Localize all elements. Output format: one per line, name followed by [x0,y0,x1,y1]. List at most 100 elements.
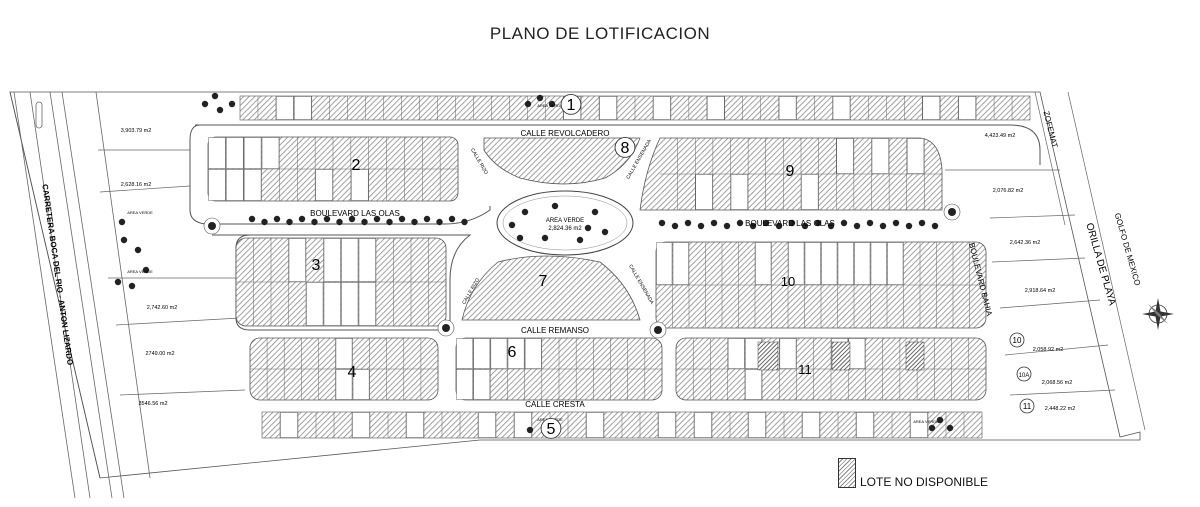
available-lot [226,169,244,201]
label-golfo: GOLFO DE MEXICO [1113,212,1142,287]
tree-icon [142,266,150,274]
side-lot-area: 2,058.92 m2 [1033,347,1064,353]
available-lot [306,282,324,326]
tree-icon [336,218,343,226]
side-lot-area: 2,076.82 m2 [993,188,1024,194]
tree-icon [526,426,534,434]
available-lot [352,369,370,400]
available-lot [848,338,866,369]
label-area-verde-left-1: AREA VERDE [127,210,153,215]
tree-icon [918,219,926,227]
available-lot [226,137,244,169]
available-lot [854,242,871,285]
label-zofemat: ZOFEMAT [1042,110,1060,149]
available-lot [656,242,673,285]
side-lot-area: 2,742.60 m2 [147,305,178,311]
tree-icon [323,215,331,223]
tree-icon [261,218,268,226]
tree-icon [788,219,796,227]
tree-icon [411,218,418,226]
tree-icon [216,106,224,114]
available-lot [658,412,676,438]
tree-icon [840,219,848,227]
tree-icon [584,224,592,232]
tree-icon [118,218,126,226]
tree-icon [348,215,356,223]
label-carretera: CARRETERA BOCA DEL RIO - ANTON LIZARDO [40,184,74,366]
available-lot [801,174,819,210]
available-lot [335,369,353,400]
tree-icon [814,219,822,227]
tree-icon [541,234,549,242]
side-marker-11: 11 [1023,402,1032,411]
legend: LOTE NO DISPONIBLE [838,458,998,490]
tree-icon [801,222,809,230]
label-area-verde-bottom-right: AREA VERDE [913,419,939,424]
tree-icon [723,222,731,230]
tree-icon [928,424,936,432]
available-lot [315,169,333,201]
tree-icon [827,222,835,230]
left-side-lots [98,149,246,396]
tree-icon [311,218,318,226]
side-lot-area: 2,918.64 m2 [1025,288,1056,294]
tree-icon [905,222,913,230]
available-lot [778,96,797,120]
tree-icon [576,236,584,244]
tree-icon [853,222,861,230]
available-lot [478,412,496,438]
central-green-area [496,190,634,256]
side-lot-area: 2,628.16 m2 [121,182,152,188]
tree-icon [134,246,142,254]
side-lot-labels: 3,903.79 m22,628.16 m22,742.60 m22749.00… [121,128,1076,412]
tree-icon [684,219,692,227]
block-11-dark-lots [757,341,925,371]
tree-markers [114,92,961,434]
tree-icon [536,94,544,102]
label-area-verde-central: AREA VERDE [546,218,584,224]
tree-icon [442,324,450,332]
available-lot [456,369,473,400]
available-lot [341,238,359,282]
available-lot [261,137,280,169]
available-lot [352,412,370,438]
available-lot [208,169,226,201]
label-calle-remanso: CALLE REMANSO [521,326,589,335]
right-side-lots [945,91,1146,431]
tree-icon [436,218,443,226]
available-lot [837,242,854,285]
tree-icon [548,100,556,108]
tree-icon [866,219,874,227]
available-lot [323,238,341,282]
tree-icon [892,219,900,227]
tree-icon [521,208,529,216]
side-lot-area: 2,068.56 m2 [1042,380,1073,386]
side-lot-area: 2749.00 m2 [145,351,174,357]
available-lot [748,412,766,438]
available-lot [490,338,508,369]
available-lot [745,369,762,400]
tree-icon [762,219,770,227]
tree-icon [114,278,122,286]
label-boulevard-right: BOULEVARD LAS OLAS [745,219,835,228]
available-lot [406,412,424,438]
block-number-2: 2 [352,157,361,174]
tree-icon [208,222,216,230]
tree-icon [551,202,559,210]
tree-icon [120,236,128,244]
available-lot [358,282,376,326]
available-lot [243,169,262,201]
tree-icon [248,215,256,223]
label-boulevard-left: BOULEVARD LAS OLAS [310,209,400,218]
side-lot-area: 2,448.22 m2 [1045,406,1076,412]
available-lot [456,338,473,369]
tree-icon [591,208,599,216]
available-lot [871,138,889,174]
central-green-inner [502,195,628,251]
available-lot [907,138,925,174]
available-lot [922,96,940,120]
available-lot [473,369,491,400]
compass-rose-icon [1142,298,1174,330]
label-area-verde-top: AREA VERDE [537,103,563,108]
